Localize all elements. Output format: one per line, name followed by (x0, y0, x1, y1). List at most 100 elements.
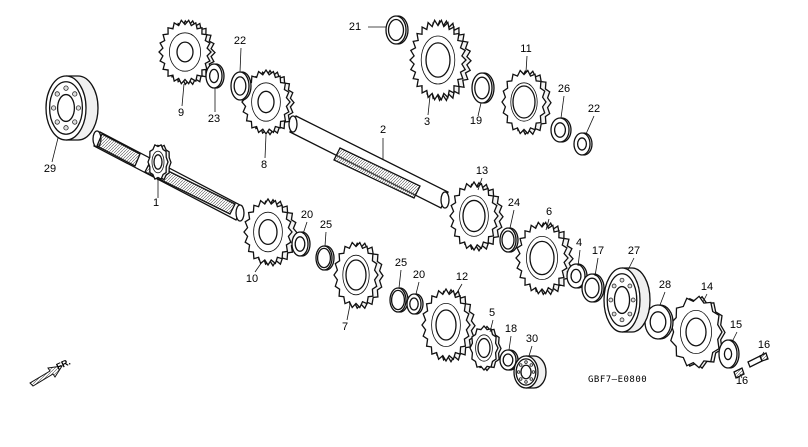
washer-22-top (230, 71, 252, 101)
callout-label: 30 (526, 333, 538, 345)
washer-20-mid (406, 293, 424, 315)
leader-line (346, 304, 351, 321)
washer-20-left (291, 231, 311, 257)
callout-label: 15 (730, 319, 742, 331)
callout-label: 25 (320, 219, 332, 231)
callout-label: 13 (476, 165, 488, 177)
callout-label: 3 (424, 116, 430, 128)
gear-11 (501, 69, 552, 136)
leader-line (302, 221, 308, 235)
callout-label: 23 (208, 113, 220, 125)
callout-label: 20 (301, 209, 313, 221)
callout-labels: 1234567891011121314151616171819202021222… (44, 21, 770, 387)
washer-17 (581, 273, 605, 303)
front-label: FR. (55, 357, 72, 372)
leader-line (545, 218, 550, 231)
circlip-25-left (315, 245, 335, 271)
leader-line (239, 47, 242, 73)
bearing-27 (603, 267, 651, 333)
circlip-19 (471, 72, 495, 104)
circlip-25-mid (389, 287, 409, 313)
leader-line (415, 281, 420, 295)
gear-13 (449, 180, 504, 252)
callout-label: 12 (456, 271, 468, 283)
callout-label: 21 (349, 21, 361, 33)
gear-9 (158, 19, 216, 86)
circlip-21 (385, 15, 409, 45)
leader-line (731, 331, 738, 343)
leader-line (759, 351, 765, 359)
sprocket-14 (670, 295, 726, 370)
gear-6 (515, 221, 574, 296)
leader-line (477, 177, 483, 191)
front-direction-arrow: FR. (29, 357, 72, 387)
callout-label: 14 (701, 281, 713, 293)
callout-label: 7 (342, 321, 348, 333)
callout-label: 22 (234, 35, 246, 47)
callout-label: 17 (592, 245, 604, 257)
callout-label: 8 (261, 159, 267, 171)
leader-line (509, 209, 515, 229)
gear-1 (147, 144, 172, 181)
washer-18 (499, 349, 519, 371)
leader-line (427, 95, 431, 116)
leader-line (560, 95, 565, 119)
callout-label: 4 (576, 237, 582, 249)
callout-label: 20 (413, 269, 425, 281)
leader-line (398, 269, 402, 289)
leader-line (525, 55, 528, 73)
gear-5 (469, 324, 502, 372)
callout-label: 25 (395, 257, 407, 269)
callout-label: 24 (508, 197, 520, 209)
callout-label: 5 (489, 307, 495, 319)
leader-line (477, 102, 482, 117)
leader-line (508, 335, 512, 351)
callout-label: 6 (546, 206, 552, 218)
bearing-29 (45, 75, 99, 141)
washer-26 (550, 117, 572, 143)
callout-label: 27 (628, 245, 640, 257)
callout-label: 11 (520, 43, 531, 55)
leader-line (489, 319, 494, 333)
mainshaft (92, 130, 245, 222)
leader-line (594, 257, 599, 277)
callout-label: 19 (470, 115, 482, 127)
washer-22-right (573, 132, 593, 156)
leader-line (324, 231, 327, 247)
callout-label: 10 (246, 273, 258, 285)
gear-10 (243, 197, 298, 267)
leader-line (577, 249, 581, 267)
leader-line (454, 283, 463, 297)
leader-line (702, 293, 708, 303)
leader-line (51, 137, 59, 163)
leader-line (585, 115, 595, 135)
callout-label: 16 (736, 375, 748, 387)
callout-label: 1 (153, 197, 159, 209)
callout-label: 28 (659, 279, 671, 291)
seal-28 (644, 304, 674, 340)
callout-label: 18 (505, 323, 517, 335)
leader-line (254, 261, 263, 273)
parts-artwork (45, 15, 769, 389)
callout-label: 9 (178, 107, 184, 119)
callout-label: 22 (588, 103, 600, 115)
leader-line (627, 257, 635, 271)
gear-12 (421, 287, 476, 364)
plate-15 (718, 339, 740, 369)
leader-line (181, 83, 185, 107)
leader-line (528, 345, 533, 357)
bolt-16-upper (747, 352, 769, 368)
leader-line (264, 134, 267, 159)
callout-label: 2 (380, 124, 386, 136)
bearing-30 (513, 355, 547, 389)
drawing-code: GBF7—E0800 (588, 375, 647, 385)
countershaft (288, 115, 450, 209)
leader-line (739, 373, 743, 379)
leader-lines (51, 26, 765, 379)
leader-line (659, 291, 666, 306)
collar-4 (566, 263, 588, 289)
callout-label: 26 (558, 83, 570, 95)
callout-label: 16 (758, 339, 770, 351)
